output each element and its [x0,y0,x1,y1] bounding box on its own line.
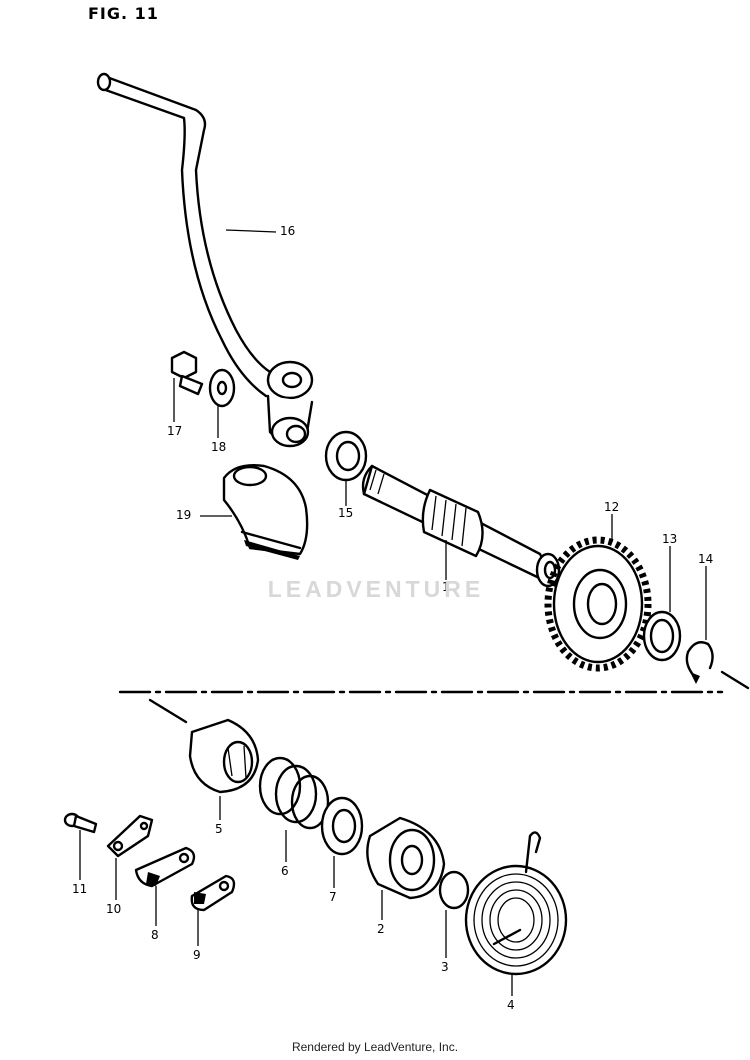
bolt-17-drawing[interactable] [170,350,204,396]
footer-credit: Rendered by LeadVenture, Inc. [291,1040,459,1054]
circlip-3-drawing[interactable] [438,870,470,910]
callout-9[interactable]: 9 [193,948,201,962]
washer-7-drawing[interactable] [320,796,364,856]
callout-4[interactable]: 4 [507,998,515,1012]
callout-5[interactable]: 5 [215,822,223,836]
leader-lines [79,229,707,996]
oil-seal-15-drawing[interactable] [324,430,368,482]
callout-12[interactable]: 12 [604,500,620,514]
callout-8[interactable]: 8 [151,928,159,942]
callout-18[interactable]: 18 [211,440,227,454]
washer-13-drawing[interactable] [642,610,682,662]
callout-10[interactable]: 10 [106,902,122,916]
callout-19[interactable]: 19 [176,508,192,522]
guide-5-drawing[interactable] [188,718,260,794]
plate-10-drawing[interactable] [106,814,154,858]
watermark-logo: LEADVENTURE [267,576,485,602]
figure-label: FIG. 11 [88,4,159,23]
kick-lever-drawing[interactable] [96,72,314,448]
callout-15[interactable]: 15 [338,506,354,520]
divider-leader [720,670,750,690]
callout-2[interactable]: 2 [377,922,385,936]
return-spring-4-drawing[interactable] [464,831,568,976]
callout-6[interactable]: 6 [281,864,289,878]
divider-leader-left [148,698,188,724]
callout-1[interactable]: 1 [442,580,450,594]
circlip-14-drawing[interactable] [685,641,714,684]
kick-shaft-1-drawing[interactable] [361,464,561,588]
stopper-8-drawing[interactable] [134,846,196,888]
callout-7[interactable]: 7 [329,890,337,904]
boot-19-drawing[interactable] [222,464,309,560]
bolt-11-drawing[interactable] [63,812,98,834]
kick-gear-12-drawing[interactable] [544,536,652,672]
callout-13[interactable]: 13 [662,532,678,546]
callout-14[interactable]: 14 [698,552,714,566]
stopper-9-drawing[interactable] [190,874,236,912]
washer-18-drawing[interactable] [208,368,236,408]
pinion-2-drawing[interactable] [366,816,446,900]
callout-3[interactable]: 3 [441,960,449,974]
spring-6-drawing[interactable] [258,756,330,830]
callout-16[interactable]: 16 [280,224,296,238]
callout-17[interactable]: 17 [167,424,183,438]
callout-11[interactable]: 11 [72,882,88,896]
